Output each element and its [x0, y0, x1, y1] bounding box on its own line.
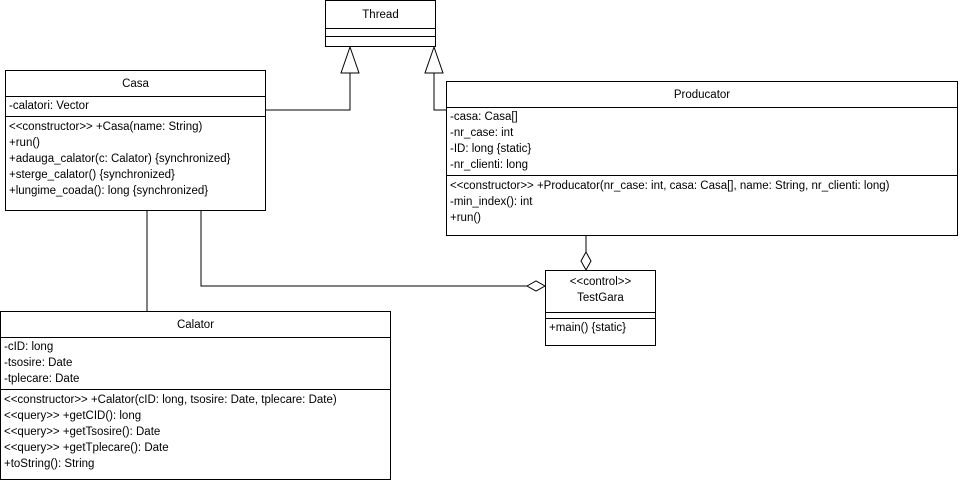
class-testgara-methods: +main() {static} — [546, 319, 655, 338]
class-thread-attributes — [326, 29, 435, 37]
method: <<constructor>> +Casa(name: String) — [9, 121, 203, 133]
attribute: -calatori: Vector — [9, 100, 89, 112]
class-testgara-name: TestGara — [577, 292, 624, 304]
attribute: -tplecare: Date — [4, 373, 80, 385]
class-calator-name: Calator — [1, 312, 390, 338]
class-producator-attributes: -casa: Casa[] -nr_case: int -ID: long {s… — [447, 108, 957, 176]
class-casa-attributes: -calatori: Vector — [6, 97, 265, 117]
method: +toString(): String — [4, 458, 95, 470]
attribute: -tsosire: Date — [4, 357, 73, 369]
class-producator-methods: <<constructor>> +Producator(nr_case: int… — [447, 176, 957, 228]
attribute: -casa: Casa[] — [450, 111, 518, 123]
producator-testgara-aggregation-diamond — [580, 250, 592, 272]
method: +adauga_calator(c: Calator) {synchronize… — [9, 153, 231, 165]
attribute: -cID: long — [4, 341, 54, 353]
casa-testgara-aggregation-diamond — [525, 280, 547, 292]
method: +main() {static} — [549, 322, 627, 334]
method: -min_index(): int — [450, 196, 533, 208]
casa-testgara-aggregation-line — [200, 211, 527, 287]
class-calator[interactable]: Calator -cID: long -tsosire: Date -tplec… — [0, 311, 391, 480]
producator-thread-generalization-line — [433, 73, 446, 111]
method: +lungime_coada(): long {synchronized} — [9, 185, 209, 197]
attribute: -nr_clienti: long — [450, 159, 528, 171]
class-casa-methods: <<constructor>> +Casa(name: String) +run… — [6, 117, 265, 201]
class-testgara-header: <<control>> TestGara — [546, 271, 655, 313]
class-calator-attributes: -cID: long -tsosire: Date -tplecare: Dat… — [1, 338, 390, 390]
method: <<constructor>> +Producator(nr_case: int… — [450, 180, 890, 192]
class-casa-name: Casa — [6, 71, 265, 97]
attribute: -ID: long {static} — [450, 143, 532, 155]
method: +sterge_calator() {synchronized} — [9, 169, 175, 181]
class-thread[interactable]: Thread — [325, 0, 436, 47]
casa-thread-inheritance-arrow — [340, 45, 360, 74]
attribute: -nr_case: int — [450, 127, 514, 139]
method: <<query>> +getCID(): long — [4, 410, 142, 422]
class-producator-name: Producator — [447, 82, 957, 108]
method: <<constructor>> +Calator(cID: long, tsos… — [4, 394, 337, 406]
method: +run() — [450, 212, 481, 224]
class-casa[interactable]: Casa -calatori: Vector <<constructor>> +… — [5, 70, 266, 211]
class-testgara-attributes — [546, 313, 655, 319]
producator-thread-inheritance-arrow — [424, 45, 444, 74]
class-calator-methods: <<constructor>> +Calator(cID: long, tsos… — [1, 390, 390, 474]
class-producator[interactable]: Producator -casa: Casa[] -nr_case: int -… — [446, 81, 958, 236]
class-testgara[interactable]: <<control>> TestGara +main() {static} — [545, 270, 656, 346]
method: <<query>> +getTplecare(): Date — [4, 442, 169, 454]
class-testgara-stereotype: <<control>> — [569, 276, 632, 288]
class-thread-name: Thread — [326, 1, 435, 29]
method: <<query>> +getTsosire(): Date — [4, 426, 161, 438]
method: +run() — [9, 137, 40, 149]
